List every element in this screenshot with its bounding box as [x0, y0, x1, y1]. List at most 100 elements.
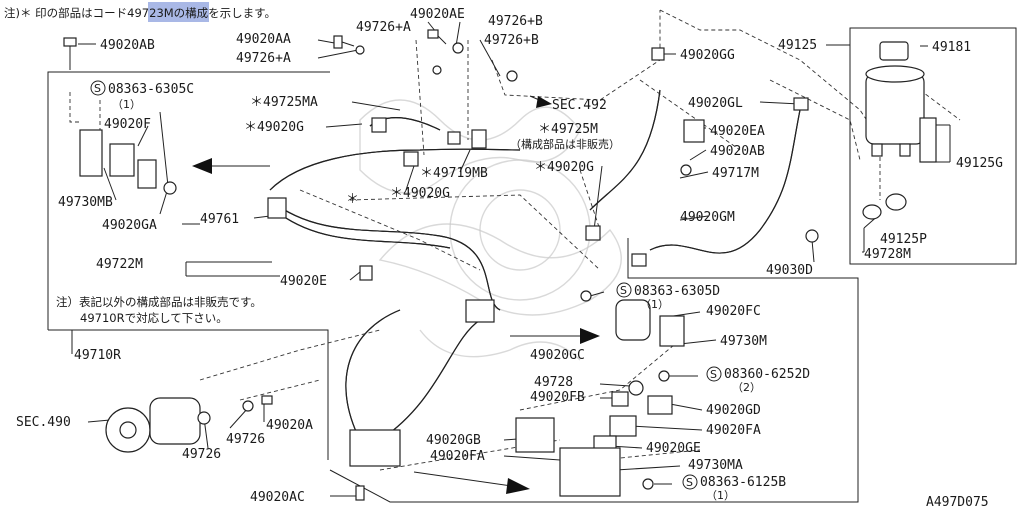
highlighted-code: 4972 — [127, 6, 156, 20]
part-label-08360-6252D: 08360-6252D — [724, 367, 810, 382]
part-label-49728M: 49728M — [864, 247, 911, 262]
direction-arrows — [192, 95, 600, 494]
part-label-49020EA: 49020EA — [710, 124, 765, 139]
part-label-49728: 49728 — [534, 375, 573, 390]
header-note: 注)＊ 印の部品はコード49723Mの構成を示します。 — [4, 6, 276, 20]
footer-note-line1: 注）表記以外の構成部品は非販売です。 — [56, 295, 262, 309]
diagram-code: A497D075 — [926, 495, 989, 510]
clamp-icon — [585, 225, 601, 241]
part-label-49030D: 49030D — [766, 263, 813, 278]
part-label-49725M: ＊49725M — [538, 122, 598, 137]
clamp-49020GD-icon — [647, 395, 673, 415]
clip-icon — [447, 131, 461, 145]
grommet-49728M-icon — [862, 204, 882, 220]
part-label-49020AE: 49020AE — [410, 7, 465, 22]
bracket-49730MB-icon — [79, 129, 157, 189]
part-label-49181: 49181 — [932, 40, 971, 55]
frame-lines — [47, 27, 1017, 503]
part-label-49726A: 49726+A — [356, 20, 411, 35]
bracket-49020EA-icon — [683, 119, 705, 143]
part-label-49020GD: 49020GD — [706, 403, 761, 418]
part-label-49020GC: 49020GC — [530, 348, 585, 363]
bolt-08363-6305D-icon — [580, 290, 592, 302]
washer-49726-icon — [242, 400, 254, 412]
sec-490-ref: SEC.490 — [16, 415, 71, 430]
bolt-49020AB-icon — [63, 37, 77, 70]
part-qty-08363-6305C: （1） — [112, 98, 141, 111]
clip-icon — [465, 299, 495, 323]
grommet-49125P-icon — [885, 193, 907, 211]
bolt-49020AA-icon — [333, 35, 355, 49]
part-label-49125P: 49125P — [880, 232, 927, 247]
arrow-right-icon — [580, 328, 600, 344]
part-label-49730MA: 49730MA — [688, 458, 743, 473]
part-label-49020F: 49020F — [104, 117, 151, 132]
arrow-right-icon — [506, 478, 530, 494]
part-label-49020G: ＊49020G — [534, 160, 594, 175]
washer-icon — [452, 42, 464, 54]
bolt-49020AC-icon — [355, 485, 365, 501]
bracket-49730MA-icon — [559, 447, 621, 497]
parts — [63, 29, 937, 501]
part-label-49730M: 49730M — [720, 334, 767, 349]
part-label-49726A: 49726+A — [236, 51, 291, 66]
circled-s-icon: S — [620, 284, 627, 297]
clip-49761-icon — [267, 197, 287, 219]
part-qty-08360-6252D: （2） — [732, 381, 761, 394]
arrow-sec492-icon — [536, 96, 552, 108]
bracket-49125G-icon — [919, 117, 937, 163]
part-label-08363-6305D: 08363-6305D — [634, 284, 720, 299]
circled-s-icon: S — [710, 368, 717, 381]
circled-s-icon: S — [686, 476, 693, 489]
clip-49020FB-icon — [611, 391, 629, 407]
part-label-49730MB: 49730MB — [58, 195, 113, 210]
bolt-49020A-icon — [261, 395, 273, 405]
clamp-49020GG-icon — [651, 47, 665, 61]
part-label-49761: 49761 — [200, 212, 239, 227]
part-label-49020FC: 49020FC — [706, 304, 761, 319]
part-label-49020AC: 49020AC — [250, 490, 305, 505]
part-qty-08363-6125B: （1） — [706, 489, 735, 502]
part-label-49125: 49125 — [778, 38, 817, 53]
nonsale-parts-note: （構成部品は非販売） — [510, 137, 620, 151]
arrow-left-icon — [192, 158, 212, 174]
part-label-49020AB: 49020AB — [710, 144, 765, 159]
bracket-49730M-icon — [659, 315, 685, 347]
part-label-49020FB: 49020FB — [530, 390, 585, 405]
clip-49020E-icon — [359, 265, 373, 281]
clip-49719MB-icon — [471, 129, 487, 149]
part-label-49722M: 49722M — [96, 257, 143, 272]
clamp-49020GL-icon — [793, 97, 809, 111]
part-label-49020A: 49020A — [266, 418, 313, 433]
part-label-49020GM: 49020GM — [680, 210, 735, 225]
cap-49181-icon — [879, 41, 909, 61]
clip-icon — [403, 151, 419, 167]
part-label-49020AB: 49020AB — [100, 38, 155, 53]
asterisk-mark: ＊ — [346, 192, 359, 207]
part-label-49725MA: ＊49725MA — [250, 95, 318, 110]
dashed-leaders — [69, 9, 961, 471]
washer-icon — [506, 70, 518, 82]
part-label-49726B: 49726+B — [484, 33, 539, 48]
part-label-49020GE: 49020GE — [646, 441, 701, 456]
part-label-49020FA: 49020FA — [706, 423, 761, 438]
grommet-49728-icon — [628, 380, 644, 396]
bolt-49030D-icon — [805, 229, 819, 243]
sec-492-ref: SEC.492 — [552, 98, 607, 113]
clip-icon — [371, 117, 387, 133]
clamp-49020GB-icon — [515, 417, 555, 453]
bolt-08363-6305C-icon — [163, 181, 177, 195]
background-watermark — [359, 99, 622, 361]
bolt-49020AE-icon — [427, 29, 447, 45]
part-label-08363-6305C: 08363-6305C — [108, 82, 194, 97]
part-label-49719MB: ＊49719MB — [420, 166, 488, 181]
footer-note-line2: 49710Rで対応して下さい。 — [80, 311, 228, 325]
circled-s-symbols: S S S S — [90, 80, 722, 490]
part-label-49020FA: 49020FA — [430, 449, 485, 464]
code-highlight — [148, 2, 209, 22]
washer-icon — [355, 45, 365, 55]
part-label-49125G: 49125G — [956, 156, 1003, 171]
part-label-49020G: ＊49020G — [244, 120, 304, 135]
part-label-49020AA: 49020AA — [236, 32, 291, 47]
